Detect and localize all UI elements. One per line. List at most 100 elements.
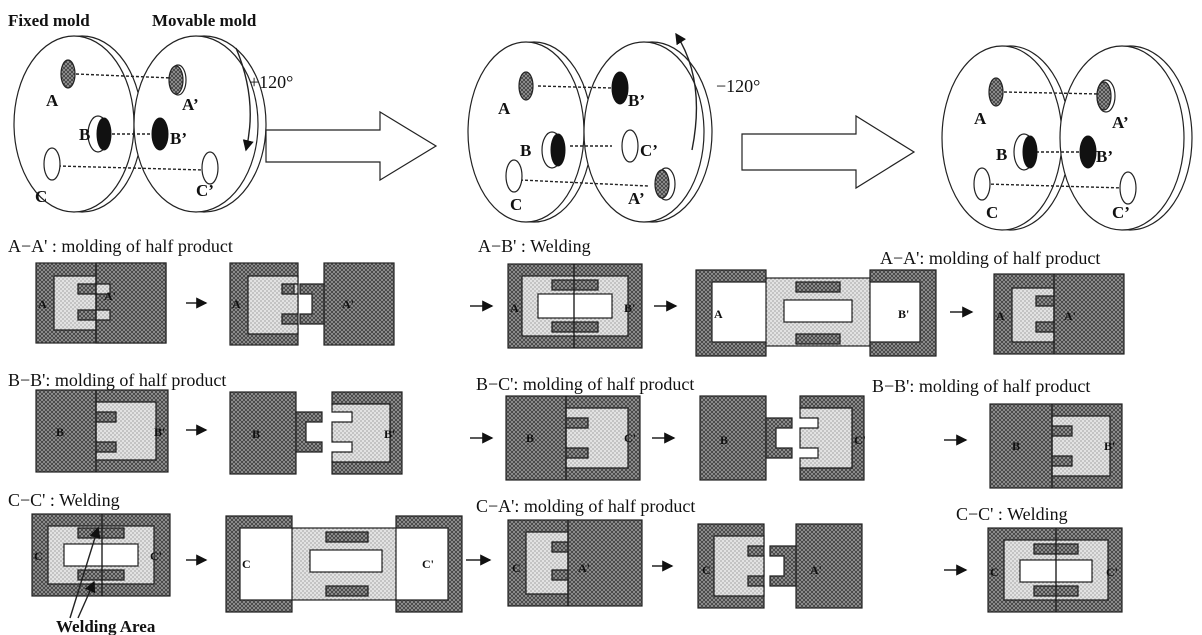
block-label: A'	[1064, 309, 1076, 323]
block-cc-weld-closed-3: C C'	[988, 528, 1122, 612]
label-c-prime: C’	[196, 181, 214, 200]
block-label: B'	[898, 307, 909, 321]
block-label: B	[252, 427, 260, 441]
heading-col1-row3: C−C' : Welding	[8, 490, 120, 510]
block-label: C'	[624, 431, 636, 445]
label-a-2: A	[498, 99, 511, 118]
cavity-a-prime-3	[1097, 82, 1111, 110]
fixed-mold-disk	[14, 36, 134, 212]
label-a-3: A	[974, 109, 987, 128]
block-label: A'	[104, 289, 116, 303]
cavity-c-2	[506, 160, 522, 192]
label-a-prime: A’	[182, 95, 199, 114]
block-label: B	[1012, 439, 1020, 453]
heading-col1-row1: A−A' : molding of half product	[8, 236, 233, 256]
block-ca-open: C A'	[698, 524, 862, 608]
cavity-a-3	[989, 78, 1003, 106]
label-c-2: C	[510, 195, 522, 214]
block-aa-open: A A'	[230, 263, 394, 345]
block-label: B	[56, 425, 64, 439]
cavity-b-3	[1023, 136, 1037, 168]
label-a: A	[46, 91, 59, 110]
heading-col3-row1: A−A': molding of half product	[880, 248, 1100, 268]
cavity-a	[61, 60, 75, 88]
mold-stage-3: A A’ B B’ C C’	[942, 46, 1192, 230]
cavity-b-prime-2	[612, 72, 628, 104]
block-bb-open: B B'	[230, 392, 402, 474]
block-label: A	[232, 297, 241, 311]
block-label: A	[714, 307, 723, 321]
block-label: B	[720, 433, 728, 447]
block-bc-closed: B C'	[506, 396, 640, 480]
cavity-b-2	[551, 134, 565, 166]
label-b-prime: B’	[170, 129, 187, 148]
label-b-2: B	[520, 141, 531, 160]
label-a-prime-3: A’	[1112, 113, 1129, 132]
block-label: C'	[854, 433, 866, 447]
cavity-b-prime-3	[1080, 136, 1096, 168]
block-label: C	[702, 563, 711, 577]
block-bb-closed: B B'	[36, 390, 168, 472]
block-label: A	[510, 301, 519, 315]
block-label: C	[990, 565, 999, 579]
block-bc-open: B C'	[700, 396, 866, 480]
block-label: A	[996, 309, 1005, 323]
label-b-3: B	[996, 145, 1007, 164]
block-label: C	[242, 557, 251, 571]
block-label: C	[512, 561, 521, 575]
cavity-c	[44, 148, 60, 180]
cavity-b-prime	[152, 118, 168, 150]
block-label: C'	[422, 557, 434, 571]
block-label: B	[526, 431, 534, 445]
block-label: A'	[810, 563, 822, 577]
cavity-a-prime	[169, 66, 183, 94]
heading-col3-row2: B−B': molding of half product	[872, 376, 1090, 396]
label-c: C	[35, 187, 47, 206]
heading-col1-row2: B−B': molding of half product	[8, 370, 226, 390]
label-b: B	[79, 125, 90, 144]
fixed-mold-disk-2	[468, 42, 584, 222]
stage-arrow-2	[742, 116, 914, 188]
fixed-mold-label: Fixed mold	[8, 11, 90, 30]
movable-mold-label: Movable mold	[152, 11, 257, 30]
fixed-mold-disk-3	[942, 46, 1062, 230]
label-b-prime-2: B’	[628, 91, 645, 110]
block-label: C	[34, 549, 43, 563]
cavity-c-prime	[202, 152, 218, 184]
heading-col3-row3: C−C' : Welding	[956, 504, 1068, 524]
mold-stage-1: Fixed mold Movable mold A A’ B B’ C C’ +…	[8, 11, 436, 212]
block-label: A'	[342, 297, 354, 311]
block-aa-closed: A A'	[36, 263, 166, 343]
block-cc-weld-open: C C'	[226, 516, 462, 612]
cavity-b	[97, 118, 111, 150]
cavity-a-2	[519, 72, 533, 100]
heading-col2-row1: A−B' : Welding	[478, 236, 591, 256]
block-label: B'	[624, 301, 635, 315]
stage-arrow-1	[266, 112, 436, 180]
block-label: B'	[154, 425, 165, 439]
block-label: A'	[578, 561, 590, 575]
mold-stage-2: A B’ B C’ C A’ −120°	[468, 34, 914, 222]
rotation-label-2: −120°	[716, 76, 760, 96]
block-label: A	[38, 297, 47, 311]
welding-area-label: Welding Area	[56, 617, 156, 635]
rotation-label-1: +120°	[249, 72, 293, 92]
block-label: B'	[1104, 439, 1115, 453]
block-aa-closed-3: A A'	[994, 274, 1124, 354]
heading-col2-row2: B−C': molding of half product	[476, 374, 694, 394]
label-c-prime-2: C’	[640, 141, 658, 160]
label-b-prime-3: B’	[1096, 147, 1113, 166]
block-label: C'	[1106, 565, 1118, 579]
cavity-c-prime-3	[1120, 172, 1136, 204]
block-ab-weld-closed: A B'	[508, 264, 642, 348]
block-cc-weld-closed: C C'	[32, 514, 170, 596]
block-label: C'	[150, 549, 162, 563]
block-ca-closed: C A'	[508, 520, 642, 606]
block-bb-closed-3: B B'	[990, 404, 1122, 488]
cavity-a-prime-2	[655, 170, 669, 198]
block-label: B'	[384, 427, 395, 441]
label-a-prime-2: A’	[628, 189, 645, 208]
heading-col2-row3: C−A': molding of half product	[476, 496, 695, 516]
label-c-3: C	[986, 203, 998, 222]
